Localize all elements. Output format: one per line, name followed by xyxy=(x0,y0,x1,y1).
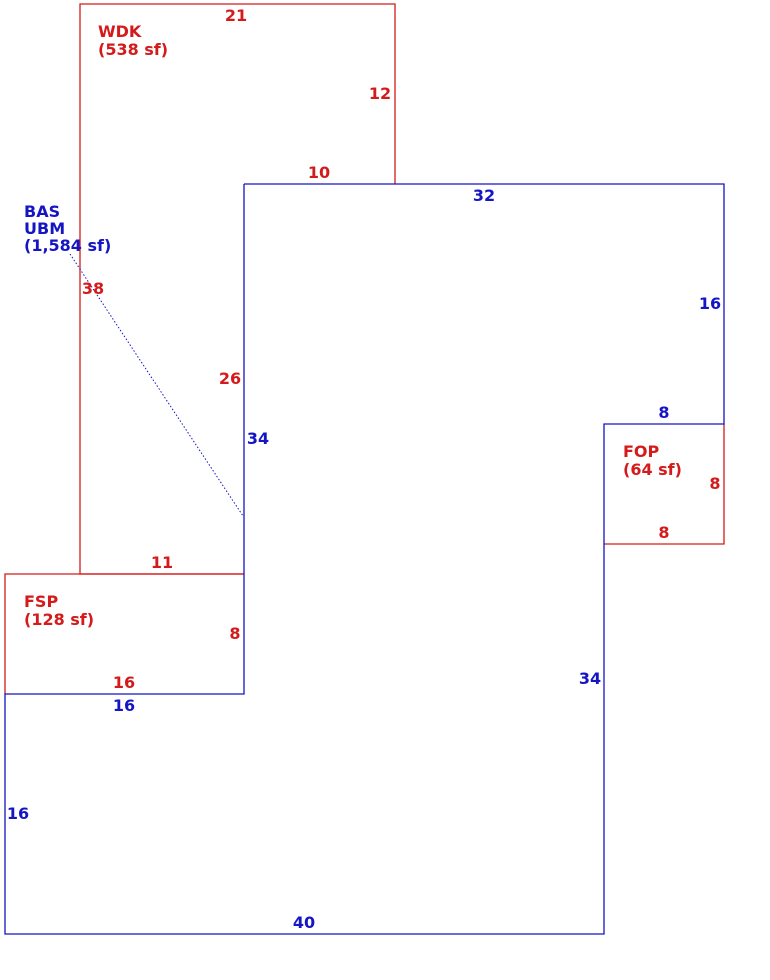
dim-bas-notch-top: 8 xyxy=(658,403,669,422)
dim-bas-top: 32 xyxy=(473,186,495,205)
dim-bas-right-upper: 16 xyxy=(699,294,721,313)
fsp-outline xyxy=(4,573,244,694)
dim-fop-right: 8 xyxy=(709,474,720,493)
wdk-outline xyxy=(79,3,396,575)
fop-area-label: (64 sf) xyxy=(623,460,682,479)
wdk-area-label: (538 sf) xyxy=(98,40,168,59)
dim-wdk-bottom-segment: 10 xyxy=(308,163,330,182)
dim-wdk-left: 38 xyxy=(82,279,104,298)
wdk-code-label: WDK xyxy=(98,22,142,41)
fsp-code-label: FSP xyxy=(24,592,58,611)
bas-code-label: BAS xyxy=(24,202,60,221)
dim-fsp-right: 8 xyxy=(229,624,240,643)
dim-bas-left: 16 xyxy=(7,804,29,823)
bas-area-label: (1,584 sf) xyxy=(24,236,111,255)
fsp-area-label: (128 sf) xyxy=(24,610,94,629)
dim-fop-bottom: 8 xyxy=(658,523,669,542)
bas-outline xyxy=(4,183,725,935)
dim-bas-inner-left: 34 xyxy=(247,429,269,448)
dim-wdk-top: 21 xyxy=(225,6,247,25)
dim-wdk-lower: 11 xyxy=(151,553,173,572)
fop-outline xyxy=(604,424,725,545)
dim-bas-bottom: 40 xyxy=(293,913,315,932)
dim-fsp-bottom: 16 xyxy=(113,673,135,692)
dim-wdk-inner: 26 xyxy=(219,369,241,388)
bas-sub-label: UBM xyxy=(24,219,65,238)
fop-code-label: FOP xyxy=(623,442,660,461)
dim-bas-fsp-bottom: 16 xyxy=(113,696,135,715)
dim-wdk-right: 12 xyxy=(369,84,391,103)
dim-bas-right-lower: 34 xyxy=(579,669,601,688)
